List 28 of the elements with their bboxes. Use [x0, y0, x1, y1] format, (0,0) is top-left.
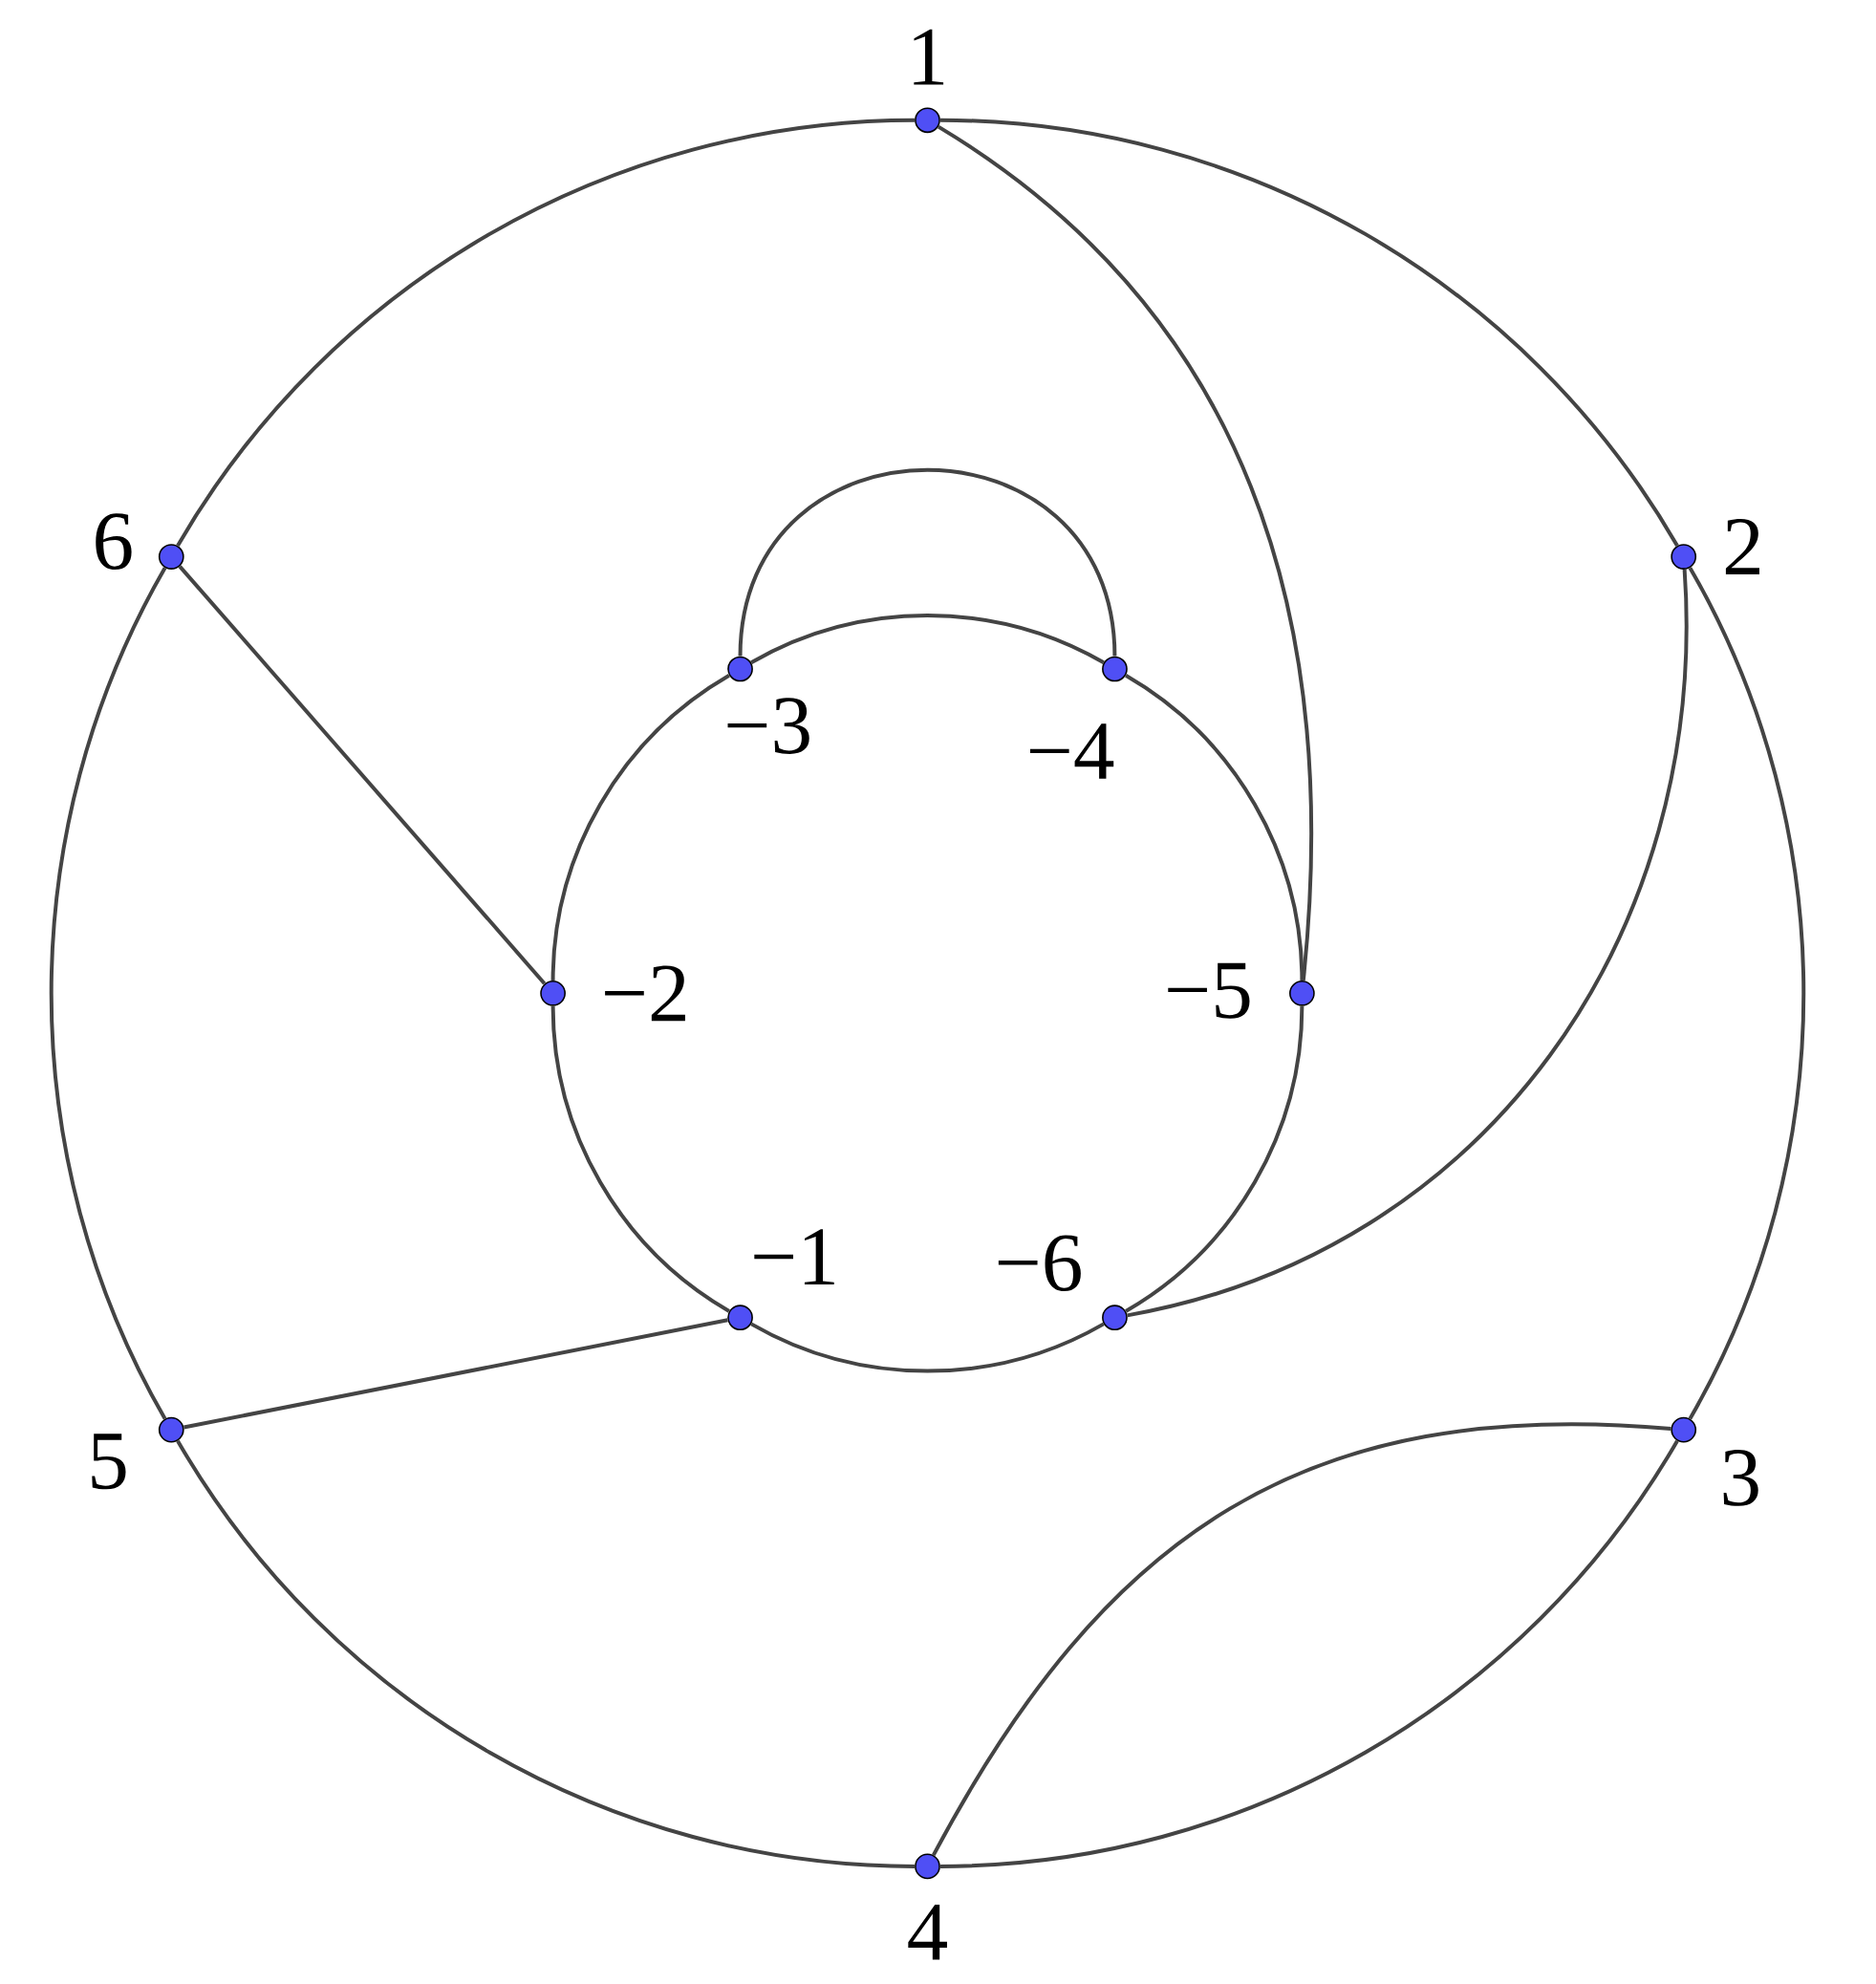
connecting-line — [1124, 1005, 1305, 1313]
connecting-line — [176, 1439, 915, 1868]
point-label: −6 — [998, 1235, 1081, 1292]
connecting-line — [939, 118, 1679, 548]
point-label: −5 — [1168, 962, 1250, 1019]
point-label: −2 — [604, 965, 685, 1022]
connecting-line — [176, 118, 915, 548]
point-label: −4 — [1029, 723, 1113, 779]
connecting-line — [750, 1322, 1105, 1373]
connecting-line — [550, 1005, 730, 1313]
point-label: −3 — [727, 698, 809, 754]
point-label: 3 — [1723, 1450, 1758, 1506]
connecting-line — [1126, 569, 1688, 1318]
connecting-line — [550, 674, 730, 981]
connecting-line — [750, 614, 1105, 665]
connecting-line — [1124, 674, 1305, 981]
point-label: 2 — [1725, 519, 1759, 574]
connecting-line — [1688, 567, 1805, 1420]
point-label: 6 — [96, 513, 132, 571]
point-label: 1 — [914, 29, 943, 85]
point-label: 5 — [92, 1434, 126, 1490]
point-label: 4 — [908, 1905, 947, 1960]
connecting-line — [183, 1318, 728, 1430]
point-label: −1 — [754, 1229, 834, 1284]
connecting-line — [937, 125, 1313, 981]
connecting-line — [178, 565, 547, 985]
connecting-line — [49, 567, 167, 1420]
connecting-line — [738, 468, 1117, 657]
